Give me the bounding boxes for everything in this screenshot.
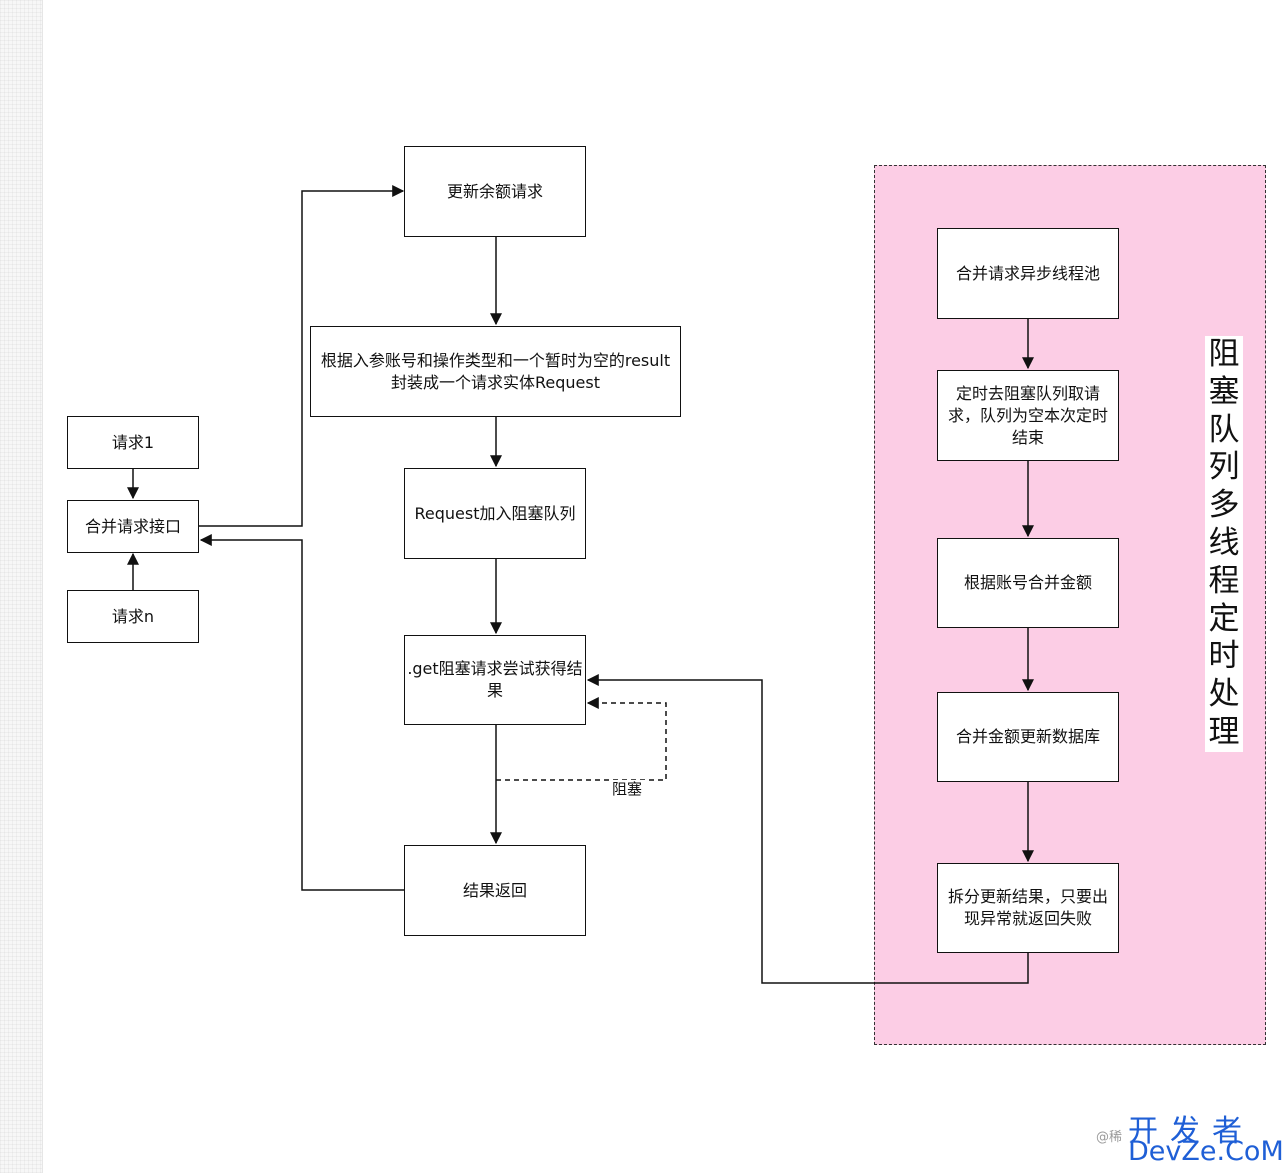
node-request-1[interactable]: 请求1 <box>67 416 199 469</box>
node-request-n[interactable]: 请求n <box>67 590 199 643</box>
watermark-cn-text: 开发者 <box>1128 1114 1254 1149</box>
watermark-prefix: @稀 <box>1096 1130 1123 1145</box>
node-merge-request-api[interactable]: 合并请求接口 <box>67 500 199 553</box>
edge-return-to-merge <box>199 534 404 891</box>
watermark-en-text: DevZe.CoM <box>1128 1136 1284 1167</box>
node-update-balance-request[interactable]: 更新余额请求 <box>404 146 586 237</box>
edge-split-to-get <box>586 674 1029 984</box>
node-update-database[interactable]: 合并金额更新数据库 <box>937 692 1119 782</box>
watermark-logo: @稀 开发者 DevZe.CoM <box>1092 1106 1284 1167</box>
node-return-result[interactable]: 结果返回 <box>404 845 586 936</box>
node-wrap-request[interactable]: 根据入参账号和操作类型和一个暂时为空的result封装成一个请求实体Reques… <box>310 326 681 417</box>
node-enqueue-request[interactable]: Request加入阻塞队列 <box>404 468 586 559</box>
node-merge-thread-pool[interactable]: 合并请求异步线程池 <box>937 228 1119 319</box>
group-title: 阻塞队列多线程定时处理 <box>1205 336 1243 752</box>
node-split-update-results[interactable]: 拆分更新结果，只要出现异常就返回失败 <box>937 863 1119 953</box>
node-merge-amount-by-account[interactable]: 根据账号合并金额 <box>937 538 1119 628</box>
edge-label-block: 阻塞 <box>609 780 646 798</box>
edge-merge-to-update <box>199 185 405 527</box>
node-get-blocking-result[interactable]: .get阻塞请求尝试获得结果 <box>404 635 586 725</box>
edge-block-loop <box>496 697 667 781</box>
editor-left-strip <box>0 0 43 1173</box>
node-timed-take-from-queue[interactable]: 定时去阻塞队列取请求，队列为空本次定时结束 <box>937 370 1119 461</box>
